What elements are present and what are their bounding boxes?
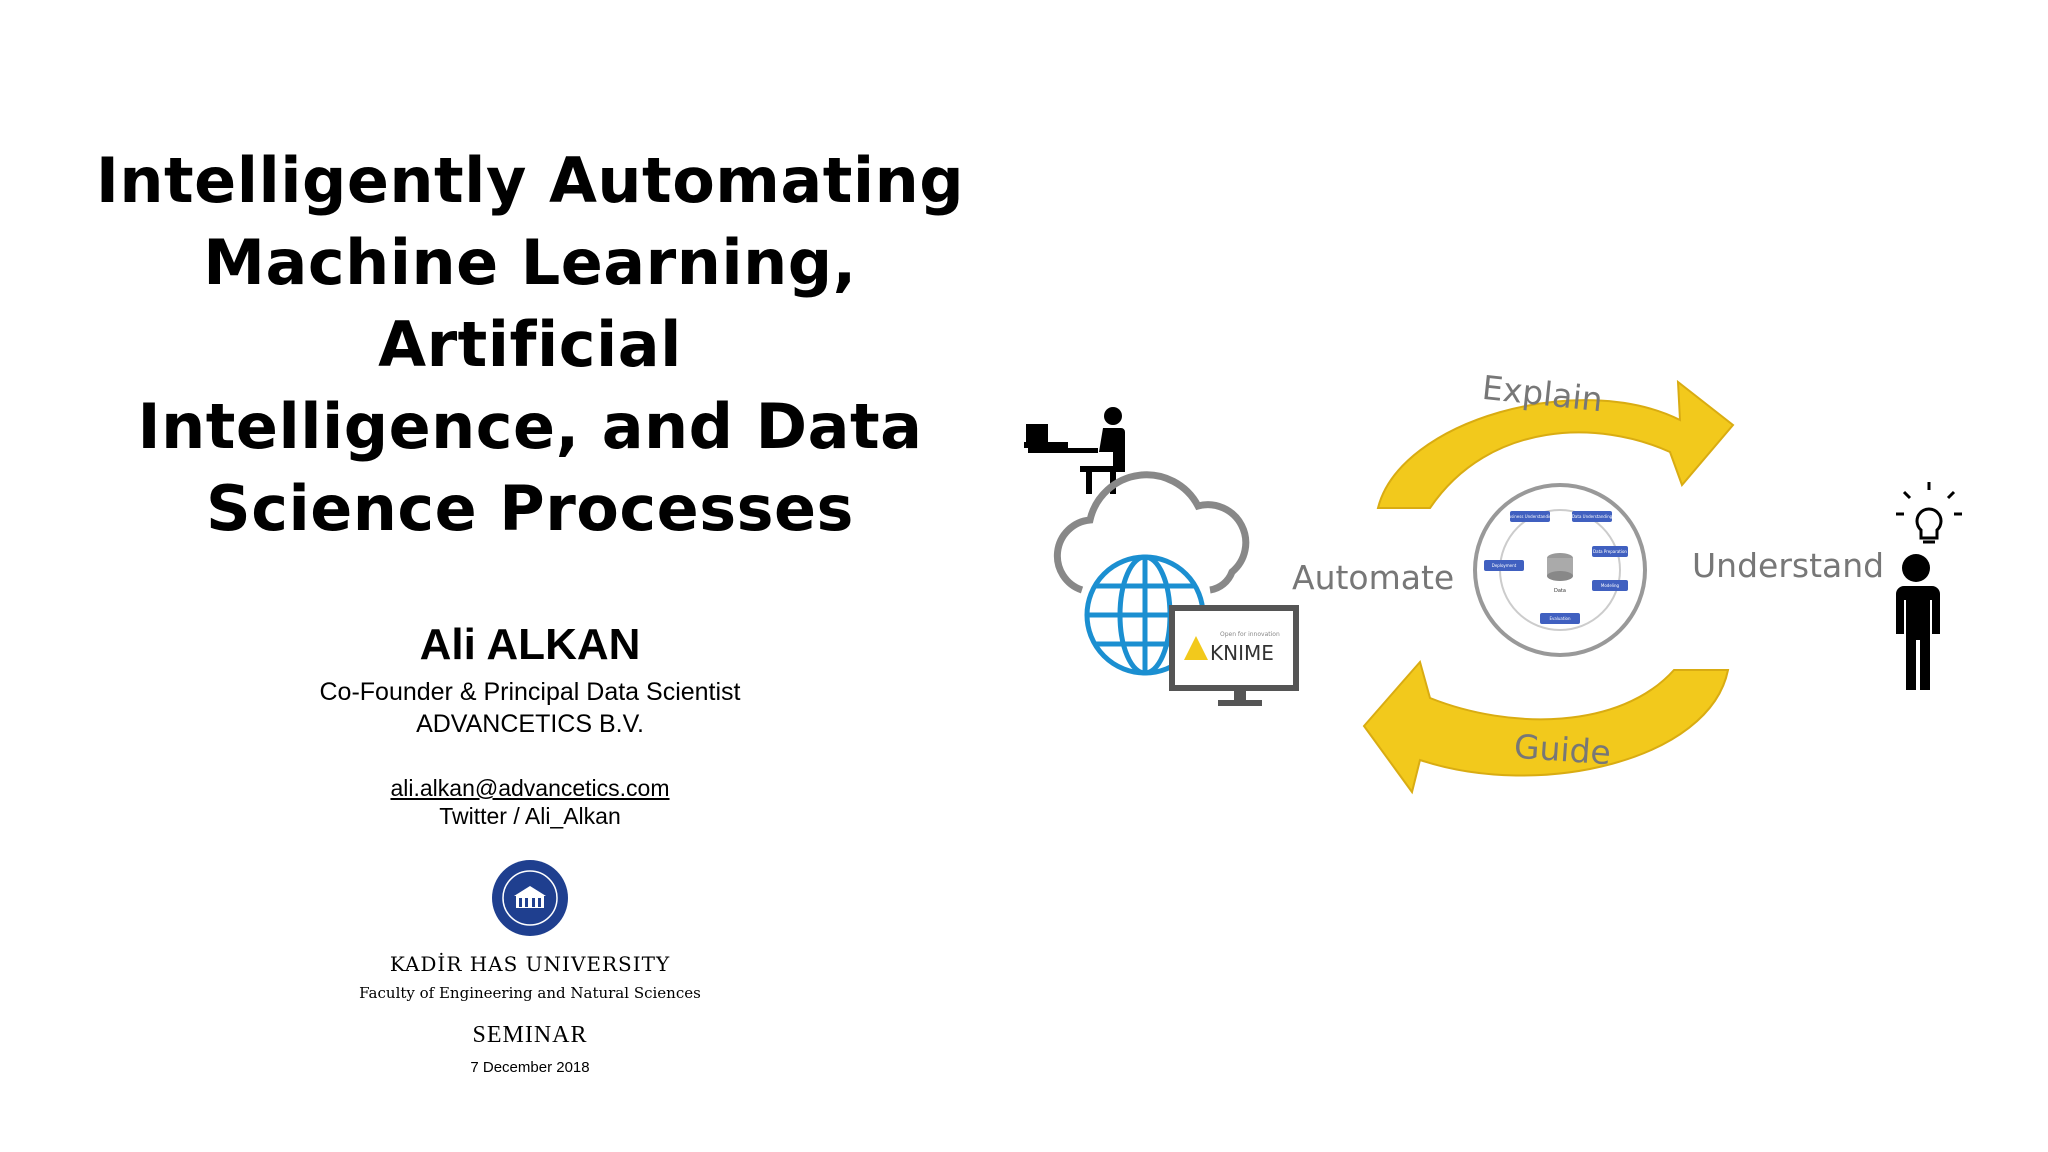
guide-label: Guide <box>1512 726 1613 773</box>
process-diagram: KNIME Open for innovation Data Business … <box>1020 368 1980 800</box>
title-block: Intelligently Automating Machine Learnin… <box>60 140 1000 1076</box>
university-seal-icon <box>490 858 570 938</box>
knime-logo: KNIME <box>1210 641 1274 665</box>
author-role: Co-Founder & Principal Data Scientist <box>319 678 741 706</box>
title-line: Science Processes <box>206 472 854 545</box>
author-name: Ali ALKAN <box>419 620 641 669</box>
automate-label: Automate <box>1292 558 1455 597</box>
crisp-dm-cycle: Data Business Understanding Data Underst… <box>1473 483 1647 657</box>
explain-arrow <box>1376 380 1735 509</box>
person-at-computer-icon <box>1024 407 1125 494</box>
understand-label: Understand <box>1692 546 1885 585</box>
contact-block: ali.alkan@advancetics.com Twitter / Ali_… <box>60 774 1000 830</box>
guide-arrow <box>1362 659 1730 795</box>
monitor-icon: KNIME Open for innovation <box>1169 605 1299 706</box>
crisp-center: Data <box>1554 588 1566 594</box>
crisp-step: Evaluation <box>1549 616 1571 621</box>
faculty-name: Faculty of Engineering and Natural Scien… <box>359 984 701 1002</box>
cloud-icon <box>1053 471 1250 594</box>
crisp-step: Business Understanding <box>1506 514 1555 519</box>
title-line: Intelligently Automating <box>95 144 965 217</box>
university-name: KADİR HAS UNIVERSITY <box>389 952 671 976</box>
crisp-step: Data Understanding <box>1572 514 1613 519</box>
email-link[interactable]: ali.alkan@advancetics.com <box>390 775 670 801</box>
crisp-step: Deployment <box>1492 563 1517 568</box>
title-line: Machine Learning, Artificial <box>203 226 857 381</box>
slide-title: Intelligently Automating Machine Learnin… <box>60 140 1000 550</box>
lightbulb-icon <box>1896 482 1962 544</box>
title-line: Intelligence, and Data <box>137 390 923 463</box>
person-icon <box>1896 554 1940 690</box>
knime-tagline: Open for innovation <box>1220 631 1280 638</box>
crisp-step: Modeling <box>1601 583 1620 588</box>
event-date: 7 December 2018 <box>470 1059 590 1076</box>
twitter-handle: Twitter / Ali_Alkan <box>439 803 621 829</box>
author-role-block: Co-Founder & Principal Data Scientist AD… <box>60 676 1000 740</box>
event-label: SEMINAR <box>472 1022 588 1048</box>
crisp-step: Data Preparation <box>1593 549 1627 554</box>
author-company: ADVANCETICS B.V. <box>416 710 644 738</box>
